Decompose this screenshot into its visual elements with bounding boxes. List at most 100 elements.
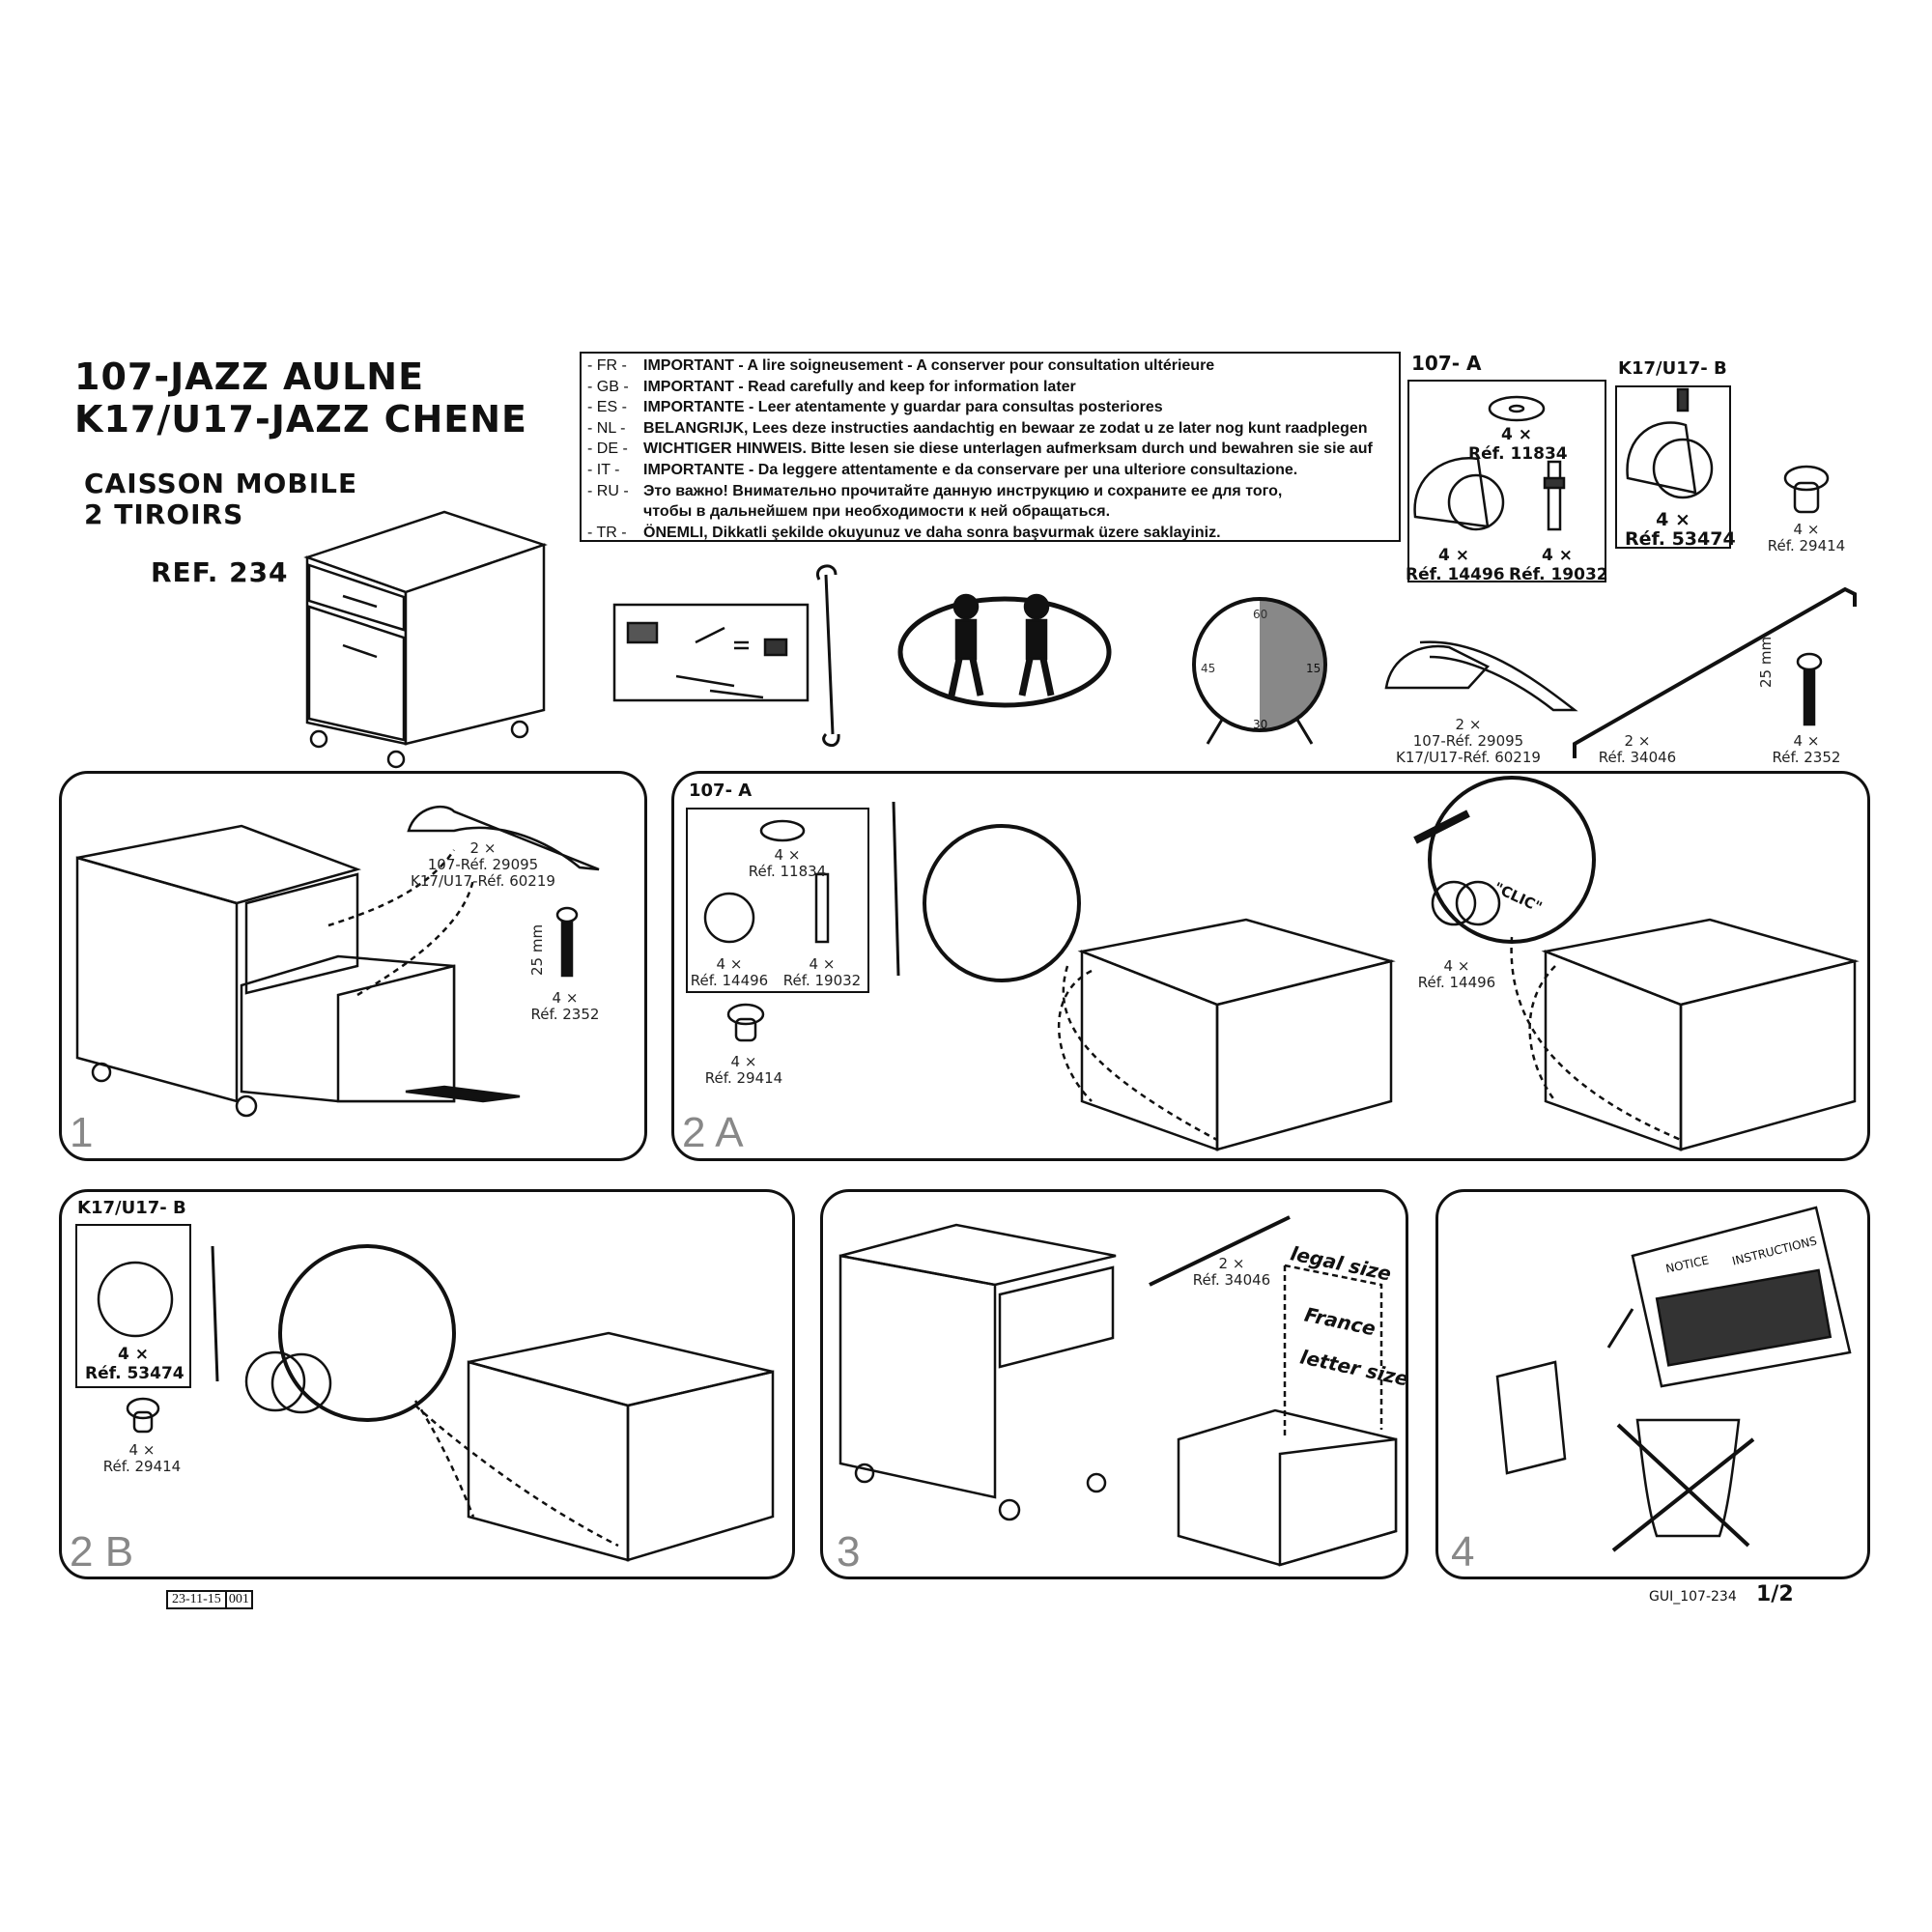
qty: 4 × <box>1501 425 1532 444</box>
notice-row-es: - ES - IMPORTANTE - Leer atentamente y gu… <box>587 397 1393 418</box>
lang-code: - NL - <box>587 419 626 437</box>
step3-drawing <box>838 1215 1398 1567</box>
step2a-caster: 4 ×Réf. 14496 <box>681 956 778 989</box>
ref: Réf. 19032 <box>782 972 862 989</box>
ref: 107-Réf. 29095 <box>427 856 539 873</box>
notice-text: IMPORTANT - Read carefully and keep for … <box>643 378 1076 395</box>
clock-mark-60: 60 <box>1253 608 1268 621</box>
rod-label: 2 ×Réf. 34046 <box>1594 733 1681 766</box>
notice-text: IMPORTANTE - Leer atentamente y guardar … <box>643 399 1163 416</box>
step-number: 2 B <box>70 1528 134 1576</box>
ref: K17/U17-Réf. 60219 <box>1396 749 1541 766</box>
step-number: 4 <box>1451 1528 1475 1576</box>
qty: 4 × <box>716 955 743 973</box>
qty: 4 × <box>774 846 801 864</box>
kit-a-label: 107- A <box>1411 352 1482 375</box>
caster-b-label: 4 ×Réf. 53474 <box>1625 509 1736 550</box>
ref: Réf. 29414 <box>102 1458 182 1475</box>
step-number: 3 <box>837 1528 861 1576</box>
ref: K17/U17-Réf. 60219 <box>411 872 555 890</box>
qty: 4 × <box>1542 546 1573 565</box>
step-2a-panel <box>671 771 1870 1161</box>
product-line-2: 2 TIROIRS <box>84 498 244 530</box>
step4-drawing <box>1495 1206 1852 1552</box>
title-line-1: 107-JAZZ AULNE <box>74 355 425 398</box>
qty: 4 × <box>1438 546 1469 565</box>
step2b-drawing <box>97 1244 775 1562</box>
clock-mark-45: 45 <box>1201 662 1216 675</box>
notice-row-ru: - RU -Это важно! Внимательно прочитайте … <box>587 481 1393 502</box>
lang-code: - TR - <box>587 524 627 541</box>
kit-b-box <box>1615 385 1731 549</box>
insert-icon <box>1783 465 1830 514</box>
qty: 4 × <box>552 989 579 1007</box>
screw-label: 4 ×Réf. 2352 <box>1763 733 1850 766</box>
step1-screw-label: 4 ×Réf. 2352 <box>522 990 609 1023</box>
step-3-panel <box>820 1189 1408 1579</box>
step-1-panel <box>59 771 647 1161</box>
lang-code: - ES - <box>587 399 627 416</box>
ref: Réf. 34046 <box>1598 749 1677 766</box>
notice-text: WICHTIGER HINWEIS. Bitte lesen sie diese… <box>643 440 1373 458</box>
washer-label: 4 ×Réf. 11834 <box>1468 425 1568 464</box>
step2a-insert: 4 ×Réf. 29414 <box>696 1054 792 1087</box>
qty: 2 × <box>1455 716 1482 733</box>
notice-row-nl: - NL - BELANGRIJK, Lees deze instructies … <box>587 418 1393 440</box>
qty: 4 × <box>128 1441 156 1459</box>
kit-b-label: K17/U17- B <box>1618 358 1727 379</box>
screw-length: 25 mm <box>1757 636 1775 688</box>
qty: 4 × <box>1656 509 1690 530</box>
notice-text: BELANGRIJK, Lees deze instructies aandac… <box>643 419 1368 437</box>
qty: 2 × <box>469 839 497 857</box>
notice-text: IMPORTANT - A lire soigneusement - A con… <box>643 357 1215 374</box>
notice-row-tr: - TR -ÖNEMLI, Dikkatli şekilde okuyunuz … <box>587 523 1393 541</box>
date: 23-11-15 <box>168 1592 227 1607</box>
ref: 107-Réf. 29095 <box>1412 732 1524 750</box>
step2a-caster-2: 4 ×Réf. 14496 <box>1408 958 1505 991</box>
rod-icon <box>1573 586 1857 758</box>
revision: 001 <box>228 1592 249 1606</box>
stem-label: 4 ×Réf. 19032 <box>1509 546 1608 584</box>
ref: Réf. 29414 <box>1767 537 1846 554</box>
notice-text: IMPORTANTE - Da leggere attentamente e d… <box>643 461 1298 478</box>
notice-row-gb: - GB - IMPORTANT - Read carefully and kee… <box>587 377 1393 398</box>
handle-icon <box>1384 640 1578 712</box>
notice-row-fr: - FR - IMPORTANT - A lire soigneusement -… <box>587 355 1393 377</box>
cabinet-illustration <box>303 510 548 769</box>
qty: 2 × <box>1218 1255 1245 1272</box>
ref: Réf. 53474 <box>85 1364 185 1383</box>
notice-row-it: - IT -IMPORTANTE - Da leggere attentamen… <box>587 460 1393 481</box>
step-4-panel <box>1435 1189 1870 1579</box>
caster-a-label: 4 ×Réf. 14496 <box>1406 546 1505 584</box>
two-persons-icon <box>897 593 1112 708</box>
step-number: 1 <box>70 1109 94 1156</box>
notice-row-ru-cont: чтобы в дальнейшем при необходимости к н… <box>643 503 1111 521</box>
ref: Réf. 14496 <box>1406 565 1505 584</box>
ref: Réf. 53474 <box>1625 528 1736 550</box>
lang-code: - FR - <box>587 357 627 374</box>
kit-b-parts <box>1626 387 1714 499</box>
qty: 4 × <box>118 1345 149 1364</box>
ref: Réf. 2352 <box>1772 749 1841 766</box>
step-2b-panel <box>59 1189 795 1579</box>
date-stamp: 23-11-15 001 <box>166 1590 253 1609</box>
insert-label: 4 ×Réf. 29414 <box>1760 522 1853 554</box>
product-line-1: CAISSON MOBILE <box>84 468 358 499</box>
step2b-kit-box <box>75 1224 191 1388</box>
ref: Réf. 34046 <box>1192 1271 1271 1289</box>
step2a-stem: 4 ×Réf. 19032 <box>774 956 870 989</box>
qty: 4 × <box>730 1053 757 1070</box>
qty: 4 × <box>809 955 836 973</box>
lang-code: - DE - <box>587 440 628 458</box>
page-number: 1/2 <box>1756 1582 1794 1606</box>
clock-mark-30: 30 <box>1253 718 1268 731</box>
ref: Réf. 11834 <box>1468 444 1568 464</box>
lang-code: - GB - <box>587 378 629 395</box>
step2a-kit-box <box>686 808 869 993</box>
screw-icon <box>1796 652 1823 726</box>
ref: Réf. 2352 <box>530 1006 600 1023</box>
kit-a-parts <box>1413 395 1566 531</box>
step2b-caster: 4 ×Réf. 53474 <box>85 1345 185 1383</box>
